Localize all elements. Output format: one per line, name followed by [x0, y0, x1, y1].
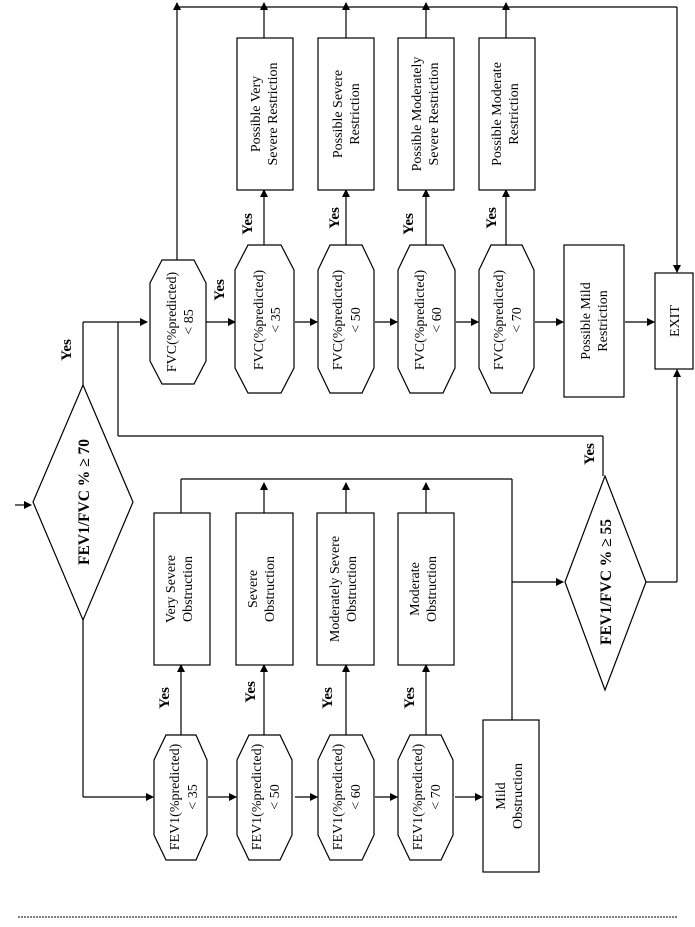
svg-text:< 70: < 70	[510, 307, 525, 332]
svg-text:Obstruction: Obstruction	[181, 556, 196, 622]
decision-fvc-70: FVC(%predicted) < 70	[478, 244, 535, 394]
svg-text:Obstruction: Obstruction	[511, 763, 526, 829]
svg-text:FVC(%predicted): FVC(%predicted)	[165, 272, 180, 373]
svg-text:< 50: < 50	[349, 307, 364, 332]
box-very-severe-obstruction: Very Severe Obstruction	[153, 512, 211, 666]
yes-label: Yes	[327, 207, 343, 229]
svg-text:Severe Restriction: Severe Restriction	[266, 62, 281, 165]
decision-fvc-60: FVC(%predicted) < 60	[397, 244, 456, 394]
decision-fev1-70: FEV1(%predicted) < 70	[397, 734, 454, 861]
svg-text:Possible Severe: Possible Severe	[331, 70, 346, 158]
svg-text:Possible Mild: Possible Mild	[579, 282, 594, 359]
svg-text:< 60: < 60	[430, 307, 445, 332]
svg-text:FVC(%predicted): FVC(%predicted)	[413, 270, 428, 371]
svg-text:Restriction: Restriction	[507, 83, 522, 144]
svg-text:FEV1(%predicted): FEV1(%predicted)	[411, 743, 426, 850]
svg-text:< 35: < 35	[186, 784, 201, 809]
box-possible-moderately-severe-restriction: Possible Moderately Severe Restriction	[397, 37, 455, 191]
decision-fev1-50: FEV1(%predicted) < 50	[236, 734, 293, 861]
svg-text:FEV1/FVC % ≥ 55: FEV1/FVC % ≥ 55	[598, 519, 615, 645]
svg-text:FVC(%predicted): FVC(%predicted)	[252, 270, 267, 371]
box-exit: EXIT	[654, 272, 694, 370]
yes-label: Yes	[402, 687, 418, 709]
svg-text:FEV1(%predicted): FEV1(%predicted)	[331, 743, 346, 850]
box-possible-very-severe-restriction: Possible Very Severe Restriction	[236, 37, 294, 191]
svg-text:FEV1(%predicted): FEV1(%predicted)	[168, 743, 183, 850]
svg-text:Restriction: Restriction	[348, 83, 363, 144]
box-possible-severe-restriction: Possible Severe Restriction	[317, 37, 375, 191]
svg-text:< 35: < 35	[269, 307, 284, 332]
yes-label: Yes	[212, 279, 228, 301]
svg-text:Moderately Severe: Moderately Severe	[328, 536, 343, 642]
svg-text:Very Severe: Very Severe	[164, 555, 179, 623]
decision-fev1-fvc-55: FEV1/FVC % ≥ 55	[564, 474, 647, 692]
svg-text:Obstruction: Obstruction	[425, 556, 440, 622]
yes-label: Yes	[320, 687, 336, 709]
yes-label: Yes	[157, 687, 173, 709]
box-moderately-severe-obstruction: Moderately Severe Obstruction	[316, 512, 375, 666]
yes-label: Yes	[240, 213, 256, 235]
svg-text:Severe Restriction: Severe Restriction	[427, 62, 442, 165]
box-possible-mild-restriction: Possible Mild Restriction	[563, 244, 625, 398]
decision-fvc-35: FVC(%predicted) < 35	[234, 244, 295, 394]
fev1-fvc-70-label: FEV1/FVC % ≥ 70	[76, 439, 93, 565]
box-severe-obstruction: Severe Obstruction	[235, 512, 294, 666]
svg-text:< 60: < 60	[349, 784, 364, 809]
decision-fev1-60: FEV1(%predicted) < 60	[317, 734, 375, 861]
box-mild-obstruction: Mild Obstruction	[482, 719, 540, 873]
yes-label: Yes	[243, 681, 259, 703]
svg-text:< 85: < 85	[182, 309, 197, 334]
yes-label: Yes	[59, 339, 75, 361]
decision-fev1-35: FEV1(%predicted) < 35	[153, 734, 208, 861]
svg-text:Mild: Mild	[494, 782, 509, 809]
svg-text:Severe: Severe	[246, 570, 261, 608]
svg-text:Possible Very: Possible Very	[249, 76, 264, 152]
svg-text:Possible Moderate: Possible Moderate	[490, 62, 505, 166]
svg-text:EXIT: EXIT	[668, 305, 683, 337]
svg-text:Restriction: Restriction	[596, 290, 611, 351]
decision-fvc-85: FVC(%predicted) < 85	[149, 259, 207, 385]
box-moderate-obstruction: Moderate Obstruction	[397, 512, 455, 666]
box-possible-moderate-restriction: Possible Moderate Restriction	[478, 37, 536, 191]
svg-text:Possible Moderately: Possible Moderately	[410, 57, 425, 172]
yes-label: Yes	[484, 207, 500, 229]
decision-fvc-50: FVC(%predicted) < 50	[317, 244, 375, 394]
svg-text:FVC(%predicted): FVC(%predicted)	[331, 270, 346, 371]
svg-text:< 50: < 50	[268, 784, 283, 809]
svg-text:Obstruction: Obstruction	[345, 556, 360, 622]
svg-text:Obstruction: Obstruction	[263, 556, 278, 622]
svg-text:FEV1(%predicted): FEV1(%predicted)	[250, 743, 265, 850]
yes-label: Yes	[582, 443, 598, 465]
decision-fev1-fvc-70: FEV1/FVC % ≥ 70	[32, 383, 134, 622]
connectors	[15, 2, 681, 801]
svg-text:Moderate: Moderate	[408, 562, 423, 616]
svg-text:< 70: < 70	[429, 784, 444, 809]
svg-text:FVC(%predicted): FVC(%predicted)	[492, 270, 507, 371]
yes-label: Yes	[401, 213, 417, 235]
